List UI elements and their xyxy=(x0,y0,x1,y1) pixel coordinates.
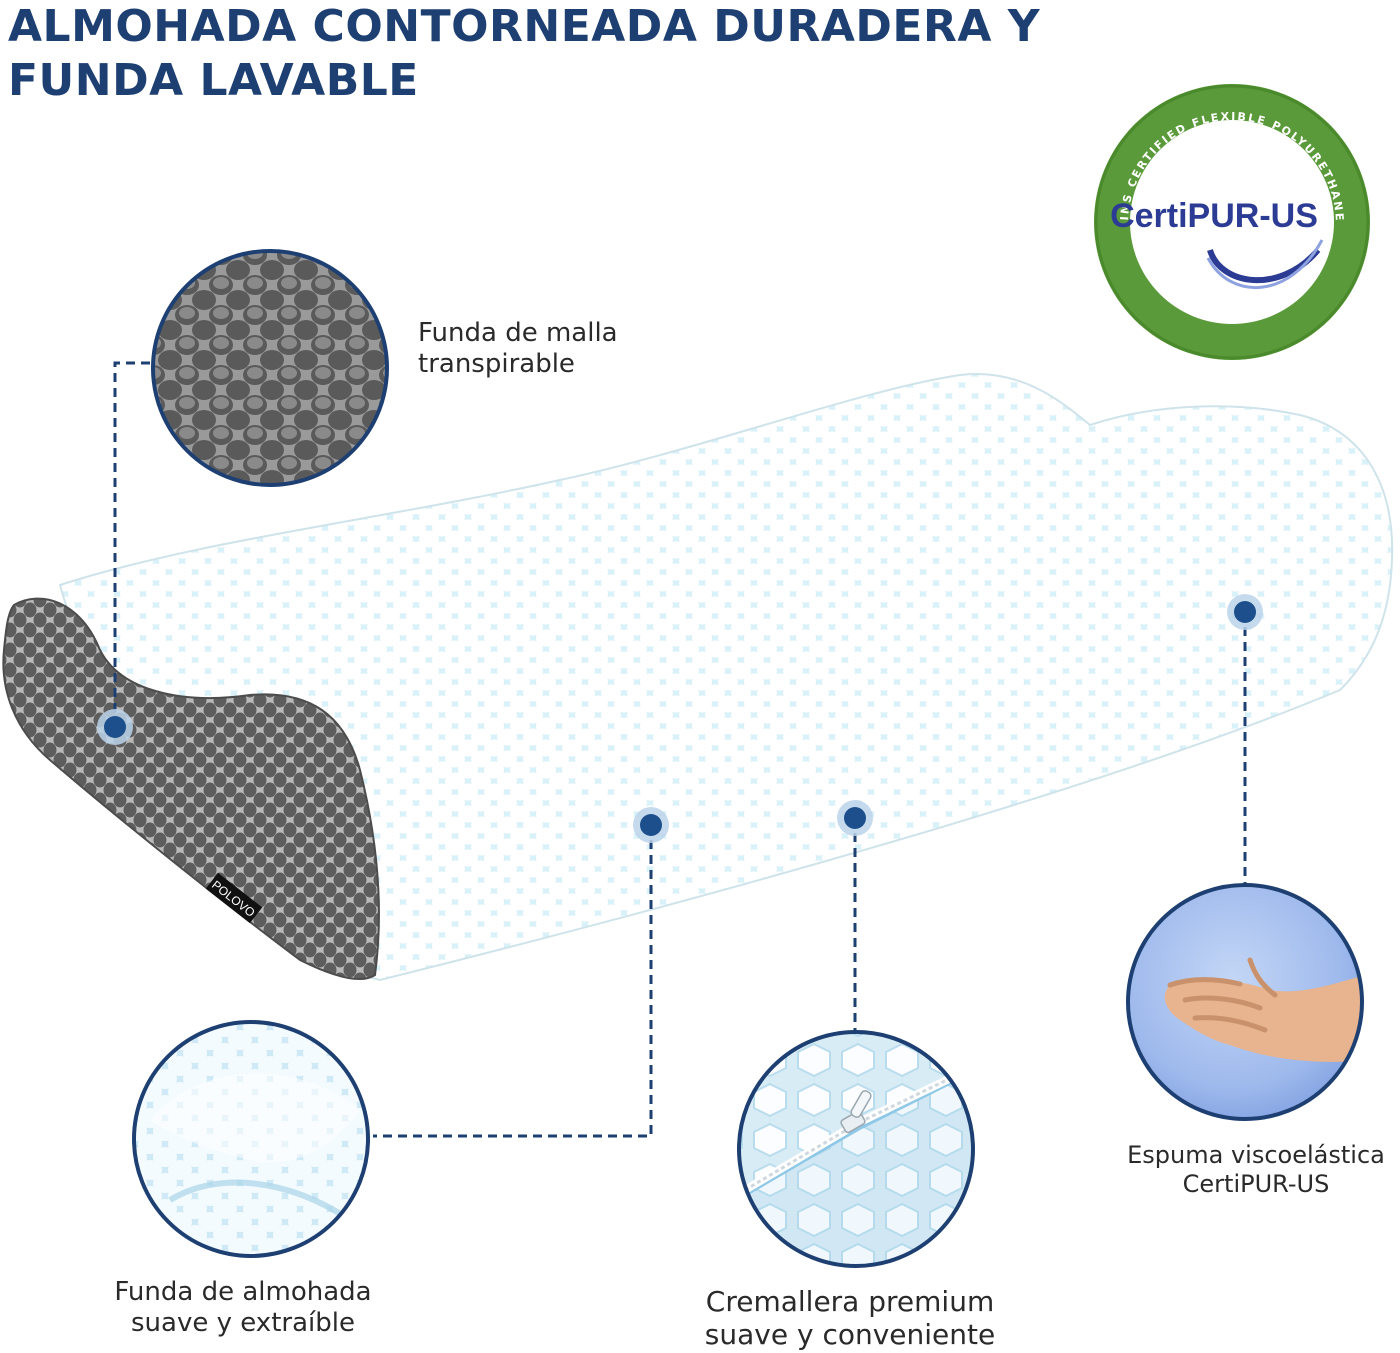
callout-lines xyxy=(113,361,1247,1138)
label-zipper-line-1: Cremallera premium xyxy=(705,1285,995,1318)
page-title-line-1: ALMOHADA CONTORNEADA DURADERA Y xyxy=(8,1,1041,52)
badge-name: CertiPUR-US xyxy=(1110,197,1318,235)
callout-dot-zipper xyxy=(844,807,866,829)
callout-dot-mesh xyxy=(104,716,126,738)
label-removable-cover-line-1: Funda de almohada xyxy=(114,1277,372,1307)
label-zipper-line-2: suave y conveniente xyxy=(704,1318,996,1351)
label-removable-cover: Funda de almohada suave y extraíble xyxy=(88,1277,398,1339)
callout-dots xyxy=(97,594,1263,843)
pillow: POLOVO xyxy=(2,373,1394,982)
callout-dot-removable xyxy=(640,814,662,836)
mesh-cover-closeup xyxy=(151,249,389,487)
callout-line-removable xyxy=(373,825,653,1138)
removable-cover-closeup xyxy=(132,1020,370,1258)
label-mesh-cover-line-1: Funda de malla xyxy=(418,318,618,348)
brand-tag xyxy=(205,872,263,924)
label-mesh-cover-line-2: transpirable xyxy=(418,349,575,379)
label-foam-line-2: CertiPUR-US xyxy=(1182,1170,1330,1198)
page-title: ALMOHADA CONTORNEADA DURADERA Y FUNDA LA… xyxy=(8,0,1040,108)
memory-foam-closeup xyxy=(1126,883,1364,1121)
page-title-line-2: FUNDA LAVABLE xyxy=(8,55,419,106)
label-foam-line-1: Espuma viscoelástica xyxy=(1127,1141,1385,1169)
label-mesh-cover: Funda de malla transpirable xyxy=(418,318,618,380)
callout-line-mesh xyxy=(113,361,150,725)
callout-dot-foam xyxy=(1234,601,1256,623)
label-removable-cover-line-2: suave y extraíble xyxy=(131,1308,355,1338)
zipper-closeup xyxy=(737,1030,975,1268)
label-foam: Espuma viscoelástica CertiPUR-US xyxy=(1112,1141,1400,1199)
label-zipper: Cremallera premium suave y conveniente xyxy=(680,1285,1020,1351)
